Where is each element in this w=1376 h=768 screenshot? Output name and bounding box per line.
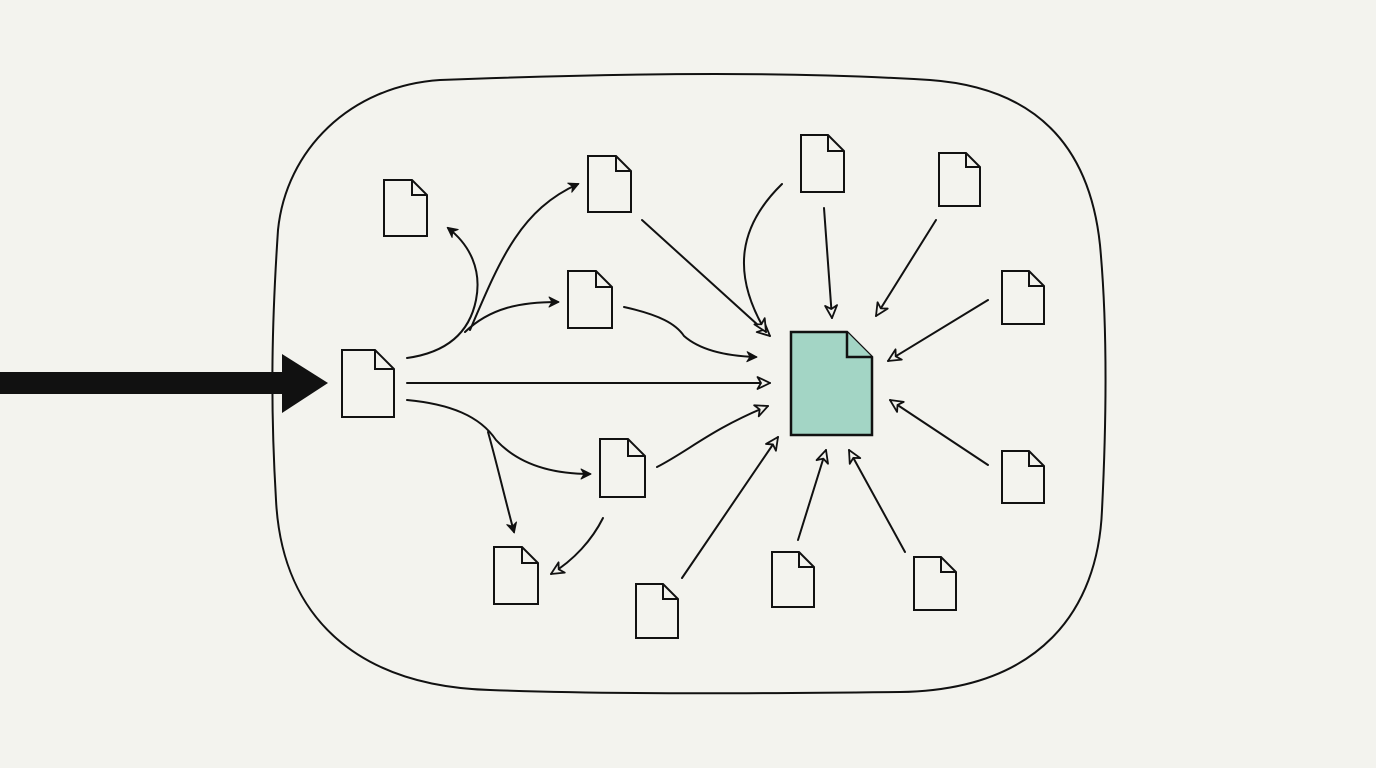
edge-source-to-lower-middle — [406, 399, 592, 480]
document-icon-bottom-left — [493, 546, 539, 605]
edge-right-upper-to-target — [887, 299, 989, 362]
edge-lower-middle-to-bottom-left — [550, 517, 604, 575]
edge-top-right-to-target — [875, 219, 937, 317]
edge-bottom-center-to-target — [797, 449, 829, 541]
document-icon-right-upper — [1001, 270, 1045, 325]
edge-source-to-top-middle — [469, 182, 580, 331]
edge-bottom-center-left-to-target — [681, 436, 779, 579]
target-document-icon — [789, 330, 874, 437]
edge-top-middle-to-target — [641, 219, 771, 337]
edge-top-center-vertical-to-target — [823, 207, 838, 319]
document-icon-top-right — [938, 152, 981, 207]
document-icon-bottom-center — [771, 551, 815, 608]
document-icon-lower-middle — [599, 438, 646, 498]
edge-source-to-upper-left — [406, 226, 479, 359]
document-icon-bottom-right — [913, 556, 957, 611]
document-icon-right-lower — [1001, 450, 1045, 504]
edge-source-to-middle — [464, 296, 560, 333]
edge-middle-to-target — [623, 306, 758, 363]
edge-bottom-right-to-target — [848, 449, 906, 553]
edges — [406, 182, 989, 579]
document-icon-top-middle — [587, 155, 632, 213]
document-icon-bottom-center-left — [635, 583, 679, 639]
edge-lower-middle-to-target — [656, 404, 769, 468]
document-icon-middle — [567, 270, 613, 329]
edge-top-center-to-target — [742, 183, 783, 333]
document-icon-top-center — [800, 134, 845, 193]
source-document-icon — [341, 349, 395, 418]
edge-source-to-bottom-left — [487, 431, 517, 534]
container-boundary — [271, 73, 1107, 695]
edge-right-lower-to-target — [889, 399, 989, 466]
entry-arrow — [0, 354, 328, 413]
document-icon-upper-left — [383, 179, 428, 237]
